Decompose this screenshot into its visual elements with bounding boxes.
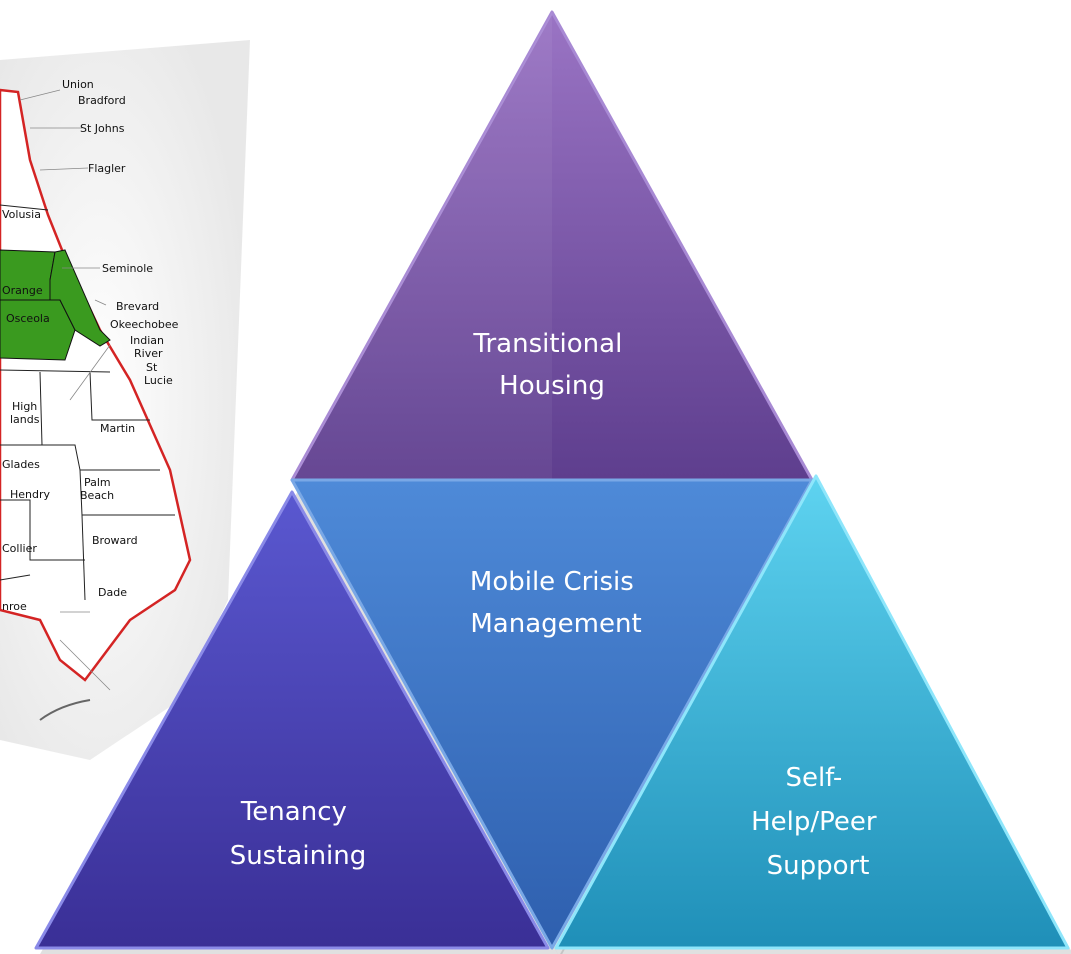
pyramid-diagram: Transitional Housing Mobile Crisis Manag… bbox=[34, 10, 1071, 954]
county-label-okeechobee: Okeechobee bbox=[110, 318, 179, 331]
label-left: Tenancy Sustaining bbox=[230, 797, 367, 871]
county-label-volusia: Volusia bbox=[2, 208, 41, 221]
florida-keys bbox=[39, 699, 91, 721]
triangle-self-help-peer-support bbox=[554, 474, 1070, 950]
county-label-st: St bbox=[146, 361, 158, 374]
county-label-beach: Beach bbox=[80, 489, 114, 502]
seminole-brevard-highlight bbox=[49, 249, 111, 347]
county-label-monroe: nroe bbox=[2, 600, 27, 613]
county-label-brevard: Brevard bbox=[116, 300, 159, 313]
county-label-high: High bbox=[12, 400, 37, 413]
label-middle: Mobile Crisis Management bbox=[470, 567, 642, 639]
county-label-seminole: Seminole bbox=[102, 262, 153, 275]
triangle-tenancy-sustaining bbox=[34, 490, 550, 950]
osceola-county-highlight bbox=[0, 299, 76, 361]
label-left-line-1: Tenancy bbox=[240, 797, 347, 827]
county-label-collier: Collier bbox=[2, 542, 37, 555]
county-label-st-johns: St Johns bbox=[80, 122, 125, 135]
label-right: Self- Help/Peer Support bbox=[751, 763, 885, 881]
county-label-osceola: Osceola bbox=[6, 312, 50, 325]
state-outline bbox=[0, 88, 192, 682]
county-label-martin: Martin bbox=[100, 422, 135, 435]
county-label-lucie: Lucie bbox=[144, 374, 173, 387]
label-leaders bbox=[19, 89, 111, 691]
county-label-dade: Dade bbox=[98, 586, 127, 599]
county-label-bradford: Bradford bbox=[78, 94, 126, 107]
county-label-glades: Glades bbox=[2, 458, 40, 471]
label-left-line-2: Sustaining bbox=[230, 841, 367, 871]
county-label-flagler: Flagler bbox=[88, 162, 126, 175]
county-lines bbox=[0, 204, 175, 601]
county-label-union: Union bbox=[62, 78, 94, 91]
county-label-palm: Palm bbox=[84, 476, 111, 489]
county-label-hendry: Hendry bbox=[10, 488, 51, 501]
label-middle-line-1: Mobile Crisis bbox=[470, 567, 634, 597]
county-label-orange: Orange bbox=[2, 284, 43, 297]
label-right-line-2: Help/Peer bbox=[751, 807, 877, 837]
county-label-lands: lands bbox=[10, 413, 40, 426]
label-top-line-1: Transitional bbox=[472, 329, 622, 359]
label-top-line-2: Housing bbox=[499, 371, 605, 401]
label-right-line-3: Support bbox=[767, 851, 870, 881]
county-label-indian: Indian bbox=[130, 334, 164, 347]
florida-map: Union Bradford St Johns Flagler Volusia … bbox=[0, 40, 250, 760]
label-top: Transitional Housing bbox=[472, 329, 630, 401]
label-right-line-1: Self- bbox=[785, 763, 842, 793]
label-middle-line-2: Management bbox=[470, 609, 641, 639]
county-label-river: River bbox=[134, 347, 163, 360]
county-label-broward: Broward bbox=[92, 534, 138, 547]
triangle-mobile-crisis-management bbox=[290, 478, 814, 950]
